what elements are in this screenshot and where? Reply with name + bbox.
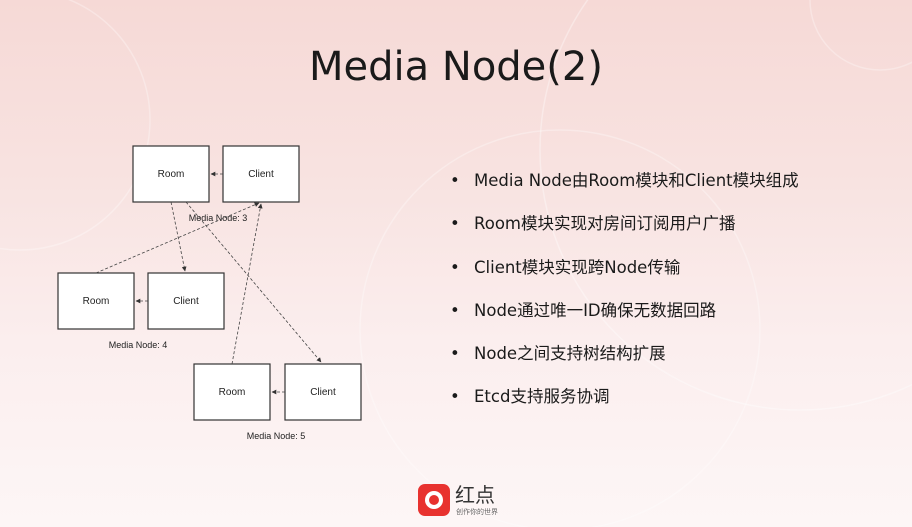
node-caption: Media Node: 5 — [247, 431, 306, 441]
feature-list: • Media Node由Room模块和Client模块组成 • Room模块实现对… — [450, 168, 799, 428]
brand-logo: 红点 创作你的世界 — [418, 484, 508, 520]
client-label: Client — [310, 387, 336, 398]
client-label: Client — [248, 169, 274, 180]
media-node-5: Room Client Media Node: 5 — [193, 363, 362, 441]
list-item-text: Room模块实现对房间订阅用户广播 — [474, 214, 736, 234]
room-label: Room — [158, 169, 185, 180]
client-box — [284, 363, 362, 421]
logo-slogan: 创作你的世界 — [456, 508, 498, 516]
list-item: • Room模块实现对房间订阅用户广播 — [450, 211, 799, 254]
client-label: Client — [173, 296, 199, 307]
logo-name: 红点 — [455, 483, 495, 507]
bullet-icon: • — [450, 344, 460, 364]
arrow-room5-client3 — [231, 203, 263, 365]
bullet-icon: • — [450, 171, 460, 190]
list-item-text: Node通过唯一ID确保无数据回路 — [474, 300, 717, 320]
list-item-text: Media Node由Room模块和Client模块组成 — [474, 171, 799, 190]
media-node-4: Room Client Media Node: 4 — [57, 272, 225, 350]
logo-icon — [418, 484, 450, 516]
list-item: • Node通过唯一ID确保无数据回路 — [450, 298, 799, 341]
room-label: Room — [83, 296, 110, 307]
arrow-room3-client4 — [170, 201, 187, 272]
slide-title: Media Node(2) — [309, 44, 603, 90]
node-caption: Media Node: 4 — [109, 340, 168, 350]
arrow-room4-client3 — [95, 202, 260, 274]
list-item-text: Etcd支持服务协调 — [474, 387, 610, 407]
list-item-text: Client模块实现跨Node传输 — [474, 257, 681, 277]
bullet-icon: • — [450, 214, 460, 234]
media-node-3: Room Client Media Node: 3 — [132, 145, 300, 223]
bullet-icon: • — [450, 387, 460, 407]
room-label: Room — [219, 387, 246, 398]
list-item: • Client模块实现跨Node传输 — [450, 255, 799, 298]
list-item-text: Node之间支持树结构扩展 — [474, 344, 666, 364]
bullet-icon: • — [450, 257, 460, 277]
room-box — [132, 145, 210, 203]
list-item: • Media Node由Room模块和Client模块组成 — [450, 168, 799, 211]
node-caption: Media Node: 3 — [189, 213, 248, 223]
list-item: • Etcd支持服务协调 — [450, 384, 799, 427]
bullet-icon: • — [450, 300, 460, 320]
list-item: • Node之间支持树结构扩展 — [450, 341, 799, 384]
room-box — [57, 272, 135, 330]
